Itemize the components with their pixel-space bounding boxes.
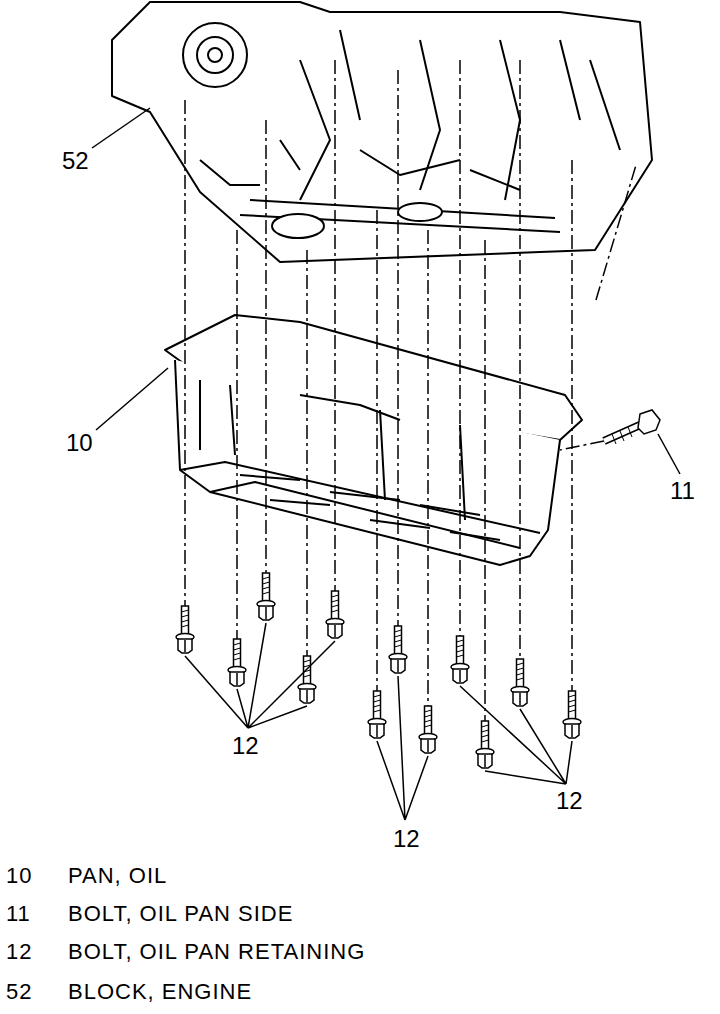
key-text: BOLT, OIL PAN RETAINING — [68, 940, 365, 964]
callout-number: 10 — [66, 430, 93, 456]
key-text: PAN, OIL — [68, 864, 167, 888]
key-number: 52 — [6, 980, 32, 1004]
callout-number: 12 — [232, 733, 259, 759]
retaining-bolts — [176, 573, 581, 768]
engine-block — [112, 2, 652, 262]
side-bolt — [604, 410, 660, 444]
key-number: 11 — [6, 902, 31, 926]
leader-lines — [92, 108, 680, 820]
key-number: 10 — [6, 864, 32, 888]
key-text: BOLT, OIL PAN SIDE — [68, 902, 293, 926]
key-text: BLOCK, ENGINE — [68, 980, 252, 1004]
callout-number: 12 — [556, 788, 583, 814]
callout-number: 11 — [670, 478, 695, 504]
callout-number: 12 — [393, 826, 420, 852]
key-number: 12 — [6, 940, 32, 964]
callout-number: 52 — [62, 148, 89, 174]
center-lines — [185, 60, 636, 727]
